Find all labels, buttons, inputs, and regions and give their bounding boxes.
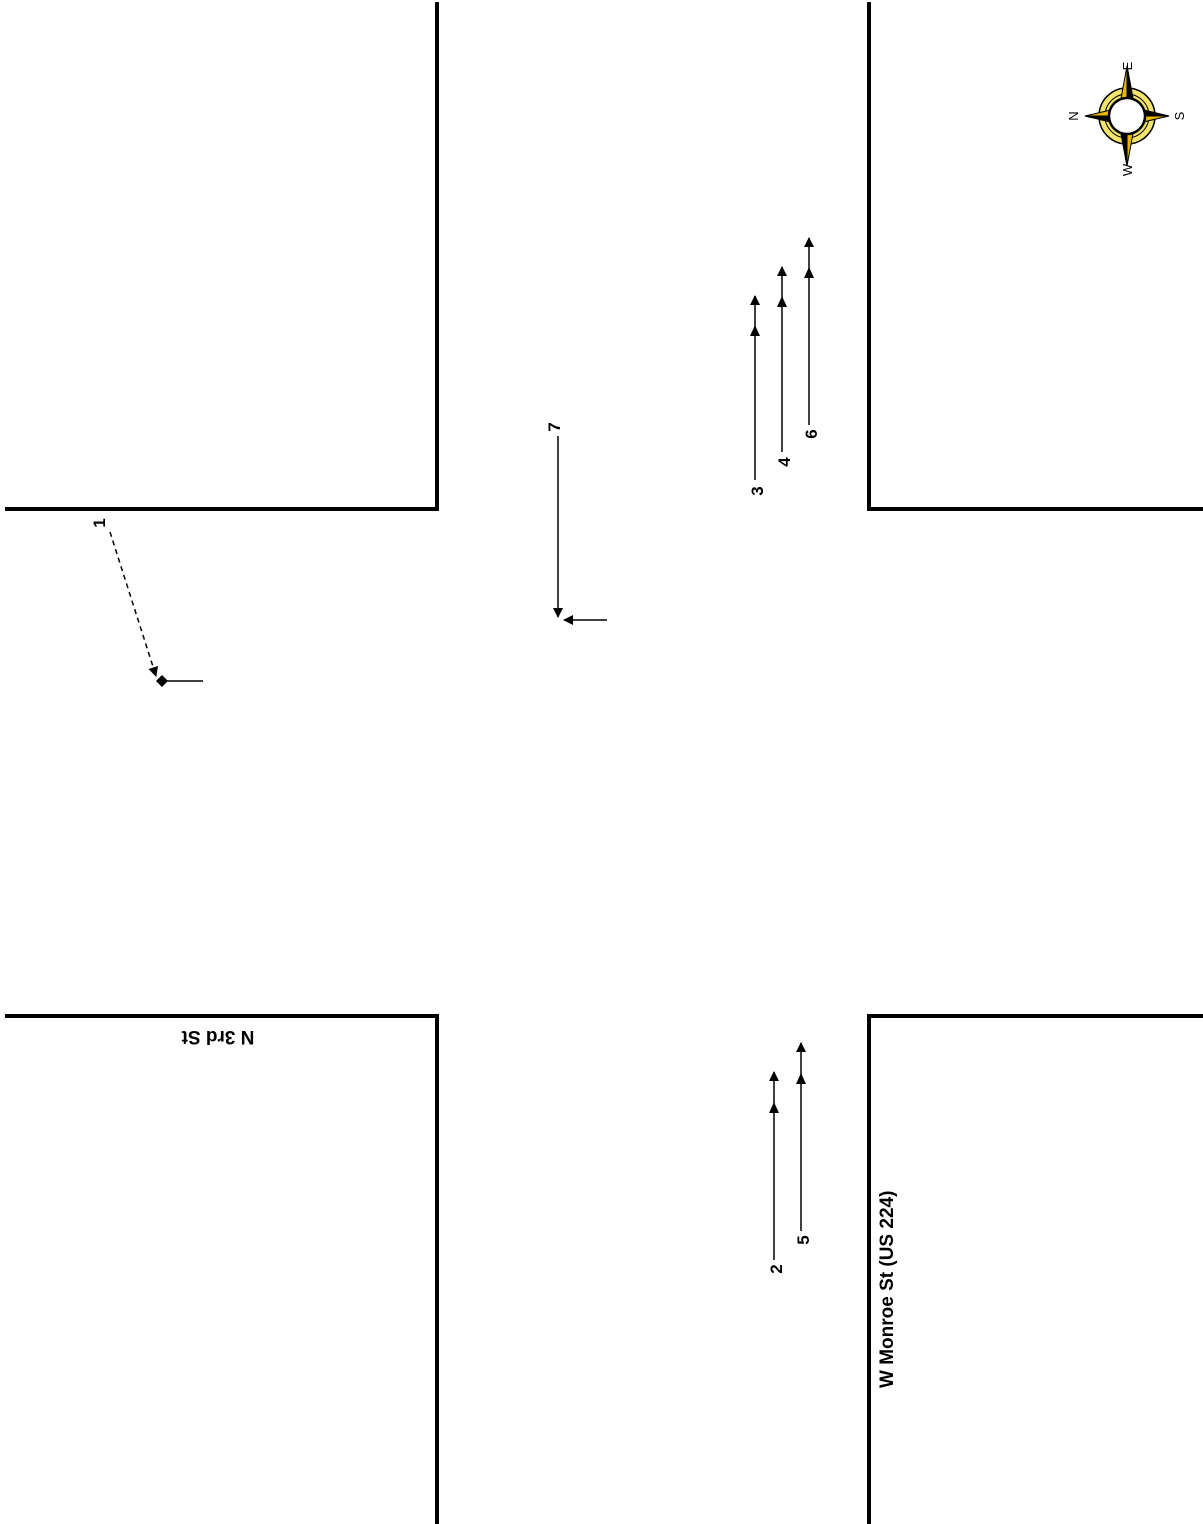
vehicle-path-5: 5 [794,1042,813,1245]
vehicle-6-midarrow-icon [804,267,814,278]
curb-lines [5,2,1203,1524]
vehicle-path-4: 4 [775,266,794,467]
curb-bottom-right [867,1014,1203,1524]
vehicle-path-2: 2 [767,1071,786,1274]
compass-rose-icon: N E S W [1066,61,1187,176]
compass-south: S [1172,111,1187,120]
vehicle-label-6: 6 [802,429,821,438]
vehicle-label-7: 7 [545,422,564,431]
vehicle-path-7: 7 [545,422,607,625]
vehicle-label-4: 4 [775,457,794,467]
compass-west: W [1120,163,1135,176]
vehicle-4-midarrow-icon [777,296,787,307]
street-label-monroe: W Monroe St (US 224) [877,1191,898,1388]
street-label-third: N 3rd St [181,1026,255,1047]
curb-top-left [5,2,439,511]
curb-top-right [867,2,1203,511]
vehicle-path-6: 6 [802,237,821,439]
vehicle-label-1: 1 [90,518,109,527]
vehicle-3-midarrow-icon [750,325,760,336]
vehicle-path-3: 3 [748,295,767,496]
curb-bottom-left [5,1014,439,1524]
compass-east: E [1120,61,1135,70]
vehicle-5-midarrow-icon [796,1073,806,1084]
vehicle-label-2: 2 [767,1264,786,1273]
vehicle-label-3: 3 [748,486,767,495]
compass-north: N [1066,111,1081,120]
vehicle-label-5: 5 [794,1235,813,1244]
vehicle-path-1: 1 [90,518,203,687]
vehicle-2-midarrow-icon [769,1102,779,1113]
